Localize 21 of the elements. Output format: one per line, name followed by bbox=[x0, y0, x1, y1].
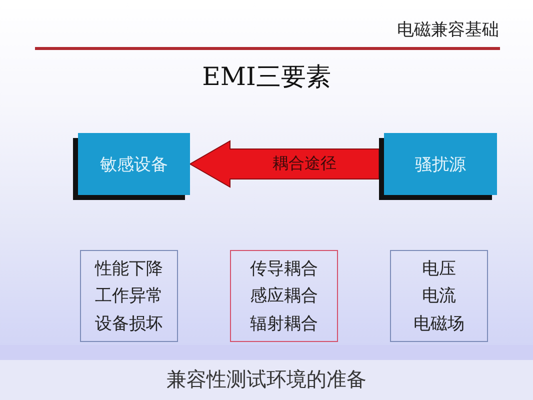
node-label: 骚扰源 bbox=[415, 154, 466, 176]
list-box bbox=[230, 250, 338, 342]
list-box bbox=[390, 250, 488, 342]
process-box bbox=[73, 133, 190, 200]
list-item: 感应耦合 bbox=[250, 285, 318, 308]
caption: 兼容性测试环境的准备 bbox=[166, 367, 366, 391]
list-item: 性能下降 bbox=[95, 258, 163, 280]
header-text: 电磁兼容基础 bbox=[397, 19, 499, 41]
list-item: 传导耦合 bbox=[250, 258, 318, 280]
list-item: 电压 bbox=[422, 258, 456, 280]
list-box bbox=[80, 250, 178, 342]
list-item: 电磁场 bbox=[414, 312, 464, 335]
node-label: 敏感设备 bbox=[100, 154, 168, 176]
arrow bbox=[189, 140, 380, 188]
list-item: 工作异常 bbox=[95, 285, 163, 308]
list-item: 设备损坏 bbox=[95, 312, 163, 335]
edge-label: 耦合途径 bbox=[272, 154, 336, 174]
list-item: 电流 bbox=[422, 285, 456, 308]
list-item: 辐射耦合 bbox=[250, 312, 318, 335]
title: EMI三要素 bbox=[202, 62, 331, 91]
process-box bbox=[379, 133, 497, 200]
